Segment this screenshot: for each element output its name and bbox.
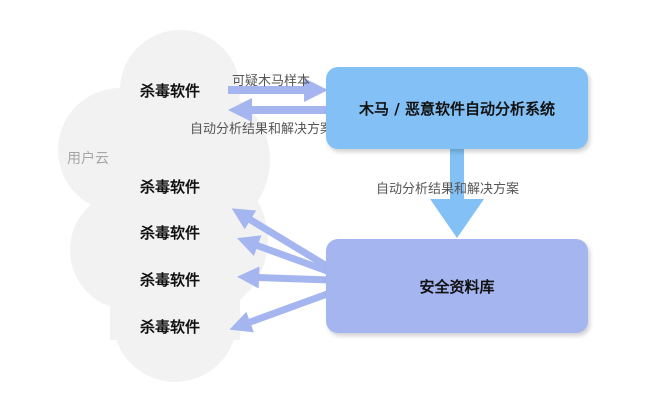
security-database-label: 安全资料库 [419,277,495,296]
user-cloud [58,30,270,382]
arrow-db-to-antivirus-3 [237,266,331,289]
user-cloud-label: 用户云 [67,151,109,167]
arrow-system-to-db [430,149,484,238]
antivirus-label-3: 杀毒软件 [140,224,201,242]
trojan-analysis-system-label: 木马 / 恶意软件自动分析系统 [359,99,555,118]
arrow-sample-to-system [228,78,328,102]
arrow-db-to-antivirus-4 [229,289,332,333]
security-database-box: 安全资料库 [326,239,588,333]
arrow-db-to-antivirus-2 [236,235,332,276]
antivirus-label-2: 杀毒软件 [140,178,201,196]
antivirus-label-5: 杀毒软件 [140,318,201,336]
arrow-label-sample: 可疑木马样本 [232,74,311,89]
antivirus-label-4: 杀毒软件 [140,271,201,289]
arrow-label-result-down: 自动分析结果和解决方案 [376,182,520,197]
arrows-db-to-antivirus [229,208,332,333]
arrow-db-to-antivirus-1 [231,208,332,271]
trojan-analysis-system-box: 木马 / 恶意软件自动分析系统 [326,67,588,149]
antivirus-label-1: 杀毒软件 [140,82,201,100]
arrow-system-to-cloud [228,98,326,122]
arrow-label-result-back: 自动分析结果和解决方案 [190,122,334,137]
